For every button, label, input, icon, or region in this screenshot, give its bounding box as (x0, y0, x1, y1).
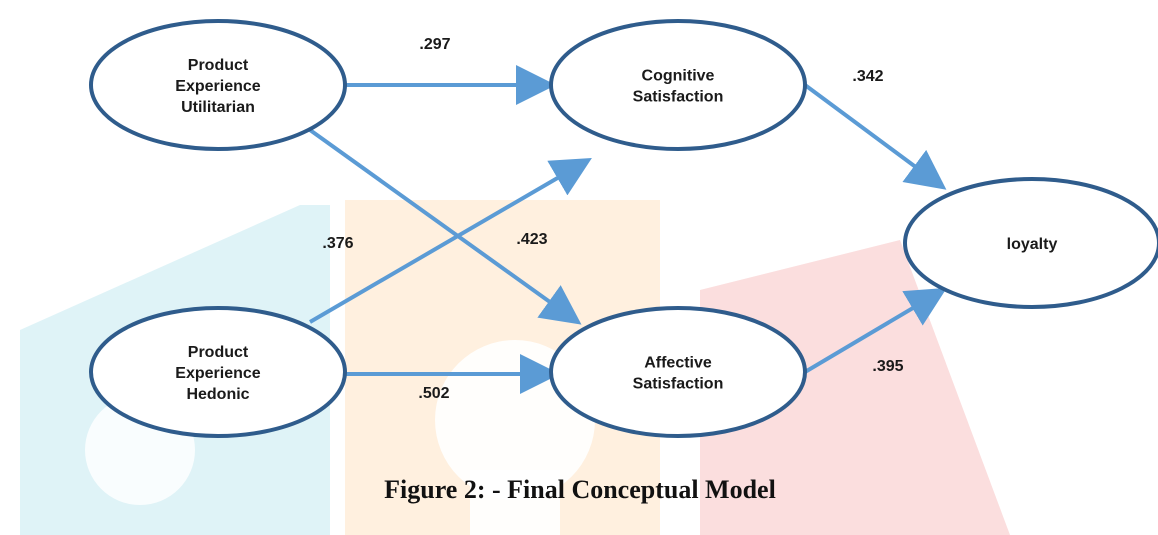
arrow-affective-to-loyalty (803, 287, 947, 374)
path-coefficient-cognitive-to-loyalty: .342 (852, 68, 883, 85)
path-coefficient-pe-utilitarian-to-affective: .423 (516, 231, 547, 248)
node-label-pe-utilitarian-line-1: Product (188, 57, 249, 74)
path-coefficient-pe-hedonic-to-cognitive: .376 (322, 235, 353, 252)
node-ellipse-pe-utilitarian (89, 19, 347, 151)
path-coefficient-pe-hedonic-to-affective: .502 (418, 385, 449, 402)
arrow-pe-utilitarian-to-affective (308, 128, 582, 325)
node-loyalty: loyalty (903, 177, 1158, 309)
node-label-pe-hedonic-line-3: Hedonic (186, 386, 249, 403)
figure-caption: Figure 2: - Final Conceptual Model (384, 475, 776, 504)
node-ellipse-affective (549, 306, 807, 438)
node-label-cognitive-line-1: Cognitive (642, 68, 715, 85)
edges-layer (308, 65, 947, 394)
node-ellipse-cognitive (549, 19, 807, 151)
node-ellipse-pe-hedonic (89, 306, 347, 438)
node-label-pe-hedonic-line-2: Experience (175, 365, 260, 382)
nodes-layer: ProductExperienceUtilitarianProductExper… (89, 19, 1158, 438)
edge-labels-layer: .297 .423 .376 .502 .342 .395 (322, 36, 903, 402)
path-coefficient-pe-utilitarian-to-cognitive: .297 (419, 36, 450, 53)
node-label-affective-line-1: Affective (644, 355, 712, 372)
node-label-pe-utilitarian-line-3: Utilitarian (181, 99, 255, 116)
node-label-pe-hedonic-line-1: Product (188, 344, 249, 361)
node-label-affective-line-2: Satisfaction (633, 376, 724, 393)
node-label-pe-utilitarian-line-2: Experience (175, 78, 260, 95)
arrow-cognitive-to-loyalty (803, 83, 947, 190)
node-label-loyalty-line-1: loyalty (1007, 236, 1058, 253)
arrow-pe-hedonic-to-cognitive (308, 157, 592, 324)
node-label-cognitive-line-2: Satisfaction (633, 89, 724, 106)
path-coefficient-affective-to-loyalty: .395 (872, 358, 903, 375)
node-ellipse-loyalty (903, 177, 1158, 309)
